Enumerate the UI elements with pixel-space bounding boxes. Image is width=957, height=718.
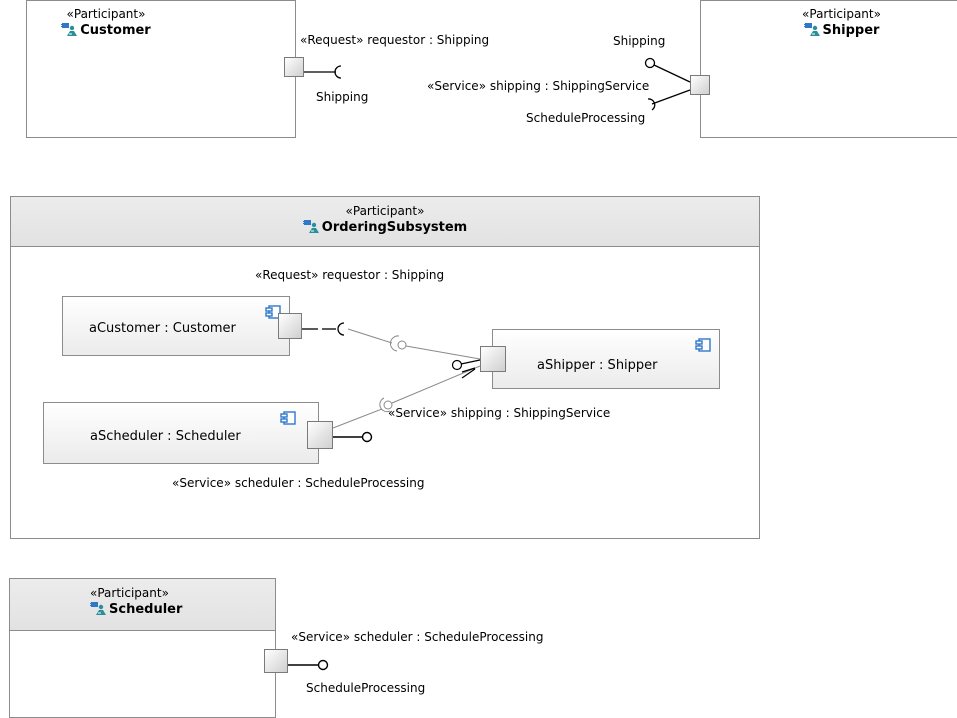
participant-customer-header: «Participant» Customer [0,1,295,38]
ordering-service-scheduler-label: «Service» scheduler : ScheduleProcessing [172,476,425,490]
participant-shipper-name: Shipper [822,23,880,38]
ordering-request-label: «Request» requestor : Shipping [255,268,445,282]
customer-port-interface-label: Shipping [316,90,369,104]
shipper-provided-interface-label: Shipping [613,34,666,48]
shipper-port-label: «Service» shipping : ShippingService [427,79,650,93]
customer-port-label: «Request» requestor : Shipping [300,33,490,47]
participant-ordering-name: OrderingSubsystem [321,220,468,235]
ordering-service-shipping-label: «Service» shipping : ShippingService [388,406,611,420]
part-a-scheduler-label: aScheduler : Scheduler [90,429,241,444]
part-a-customer-label: aCustomer : Customer [89,321,236,336]
shipper-required-interface [647,89,691,111]
scheduler-provided-interface [288,659,329,671]
participant-scheduler-name: Scheduler [109,602,183,617]
participant-scheduler-header: «Participant» Scheduler [10,579,275,631]
a-customer-required-interface [302,322,345,336]
shipper-port[interactable] [690,75,710,95]
participant-scheduler[interactable]: «Participant» Scheduler [9,578,276,718]
assembly-connector-customer-shipper [347,328,481,360]
customer-required-interface [304,65,342,79]
part-a-scheduler[interactable]: aScheduler : Scheduler [43,402,319,464]
a-shipper-port[interactable] [480,346,506,372]
participant-scheduler-stereotype: «Participant» [90,586,169,600]
a-scheduler-port[interactable] [307,421,333,449]
part-a-shipper-label: aShipper : Shipper [537,358,658,373]
participant-customer-name: Customer [80,23,151,38]
participant-shipper-stereotype: «Participant» [802,7,881,21]
participant-customer[interactable]: «Participant» Customer [26,0,296,138]
participant-customer-stereotype: «Participant» [66,7,146,21]
a-scheduler-provided-interface [333,431,373,443]
part-a-customer[interactable]: aCustomer : Customer [62,296,290,356]
shipper-provided-interface [644,57,691,83]
customer-port[interactable] [284,57,304,77]
participant-shipper[interactable]: «Participant» Shipper [700,0,957,138]
assembly-connector-scheduler-shipper [332,365,481,429]
participant-ordering-stereotype: «Participant» [345,204,425,218]
scheduler-interface-label: ScheduleProcessing [306,681,426,695]
participant-shipper-header: «Participant» Shipper [721,1,957,38]
scheduler-port-label: «Service» scheduler : ScheduleProcessing [291,630,544,644]
participant-ordering-header: «Participant» OrderingSubsystem [11,197,759,247]
participant-ordering-subsystem[interactable]: «Participant» OrderingSubsystem [10,196,760,539]
shipper-required-interface-label: ScheduleProcessing [526,111,646,125]
a-customer-port[interactable] [278,313,302,339]
part-a-shipper[interactable]: aShipper : Shipper [492,329,720,389]
a-shipper-port-interfaces [451,359,481,379]
scheduler-port[interactable] [264,649,288,673]
